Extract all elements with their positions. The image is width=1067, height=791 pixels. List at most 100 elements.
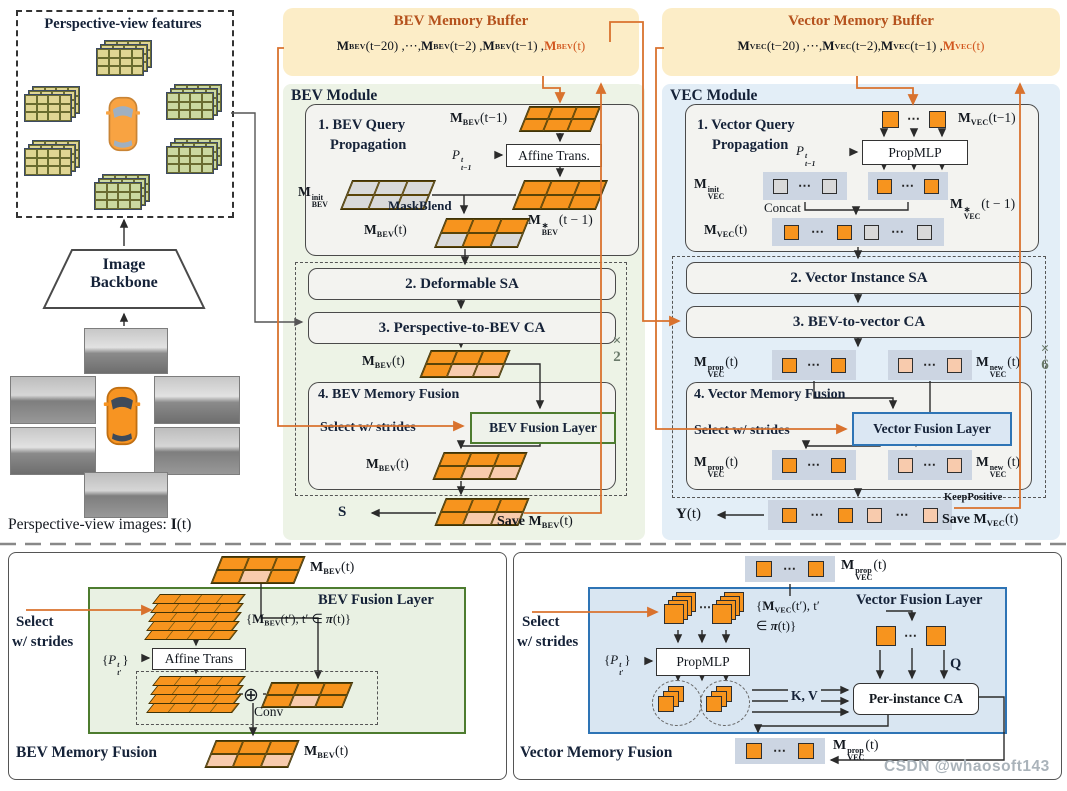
y-output-label: Y(t) — [676, 506, 702, 522]
vec-repeat-count: × 6 — [1034, 341, 1056, 374]
query-square — [882, 110, 899, 128]
times-number: 6 — [1041, 356, 1049, 373]
perspective-to-bev-ca-label: 3. Perspective-to-BEV CA — [378, 319, 546, 336]
query-square — [924, 178, 939, 194]
camera-image-front — [84, 328, 168, 374]
vec-step1-line2: Propagation — [712, 137, 789, 153]
mvec-prev-label: MVEC(t−1) — [958, 110, 1016, 127]
conv-label: Conv — [254, 704, 284, 719]
camera-image-back-right — [154, 427, 240, 475]
query-square — [798, 743, 814, 759]
perspective-images-caption: Perspective-view images: I(t) — [8, 516, 192, 533]
ellipsis: ⋯ — [807, 357, 821, 372]
vector-instance-sa-label: 2. Vector Instance SA — [790, 269, 928, 286]
affine-trans-box: Affine Trans — [152, 648, 246, 670]
backbone-line1: Image — [102, 256, 146, 273]
bl-grid-output — [204, 740, 300, 768]
bl-grid-top — [210, 556, 306, 584]
times-glyph: × — [612, 333, 622, 349]
watermark: CSDN @whaosoft143 — [884, 758, 1050, 775]
ellipsis: ⋯ — [699, 600, 712, 614]
query-square — [822, 178, 837, 194]
query-square — [773, 178, 788, 194]
vector-warped-stack — [706, 686, 736, 716]
keep-positive-label: KeepPositive — [944, 492, 1003, 503]
propmlp-label: PropMLP — [888, 144, 942, 160]
feature-map-stack — [94, 174, 154, 214]
vec-new-queries-row: ⋯ — [888, 350, 972, 380]
query-square — [782, 457, 797, 473]
mvec-star-label: M∗VEC(t − 1) — [950, 196, 1016, 221]
save-mbev-label: Save MBEV(t) — [497, 514, 573, 530]
mbev-t-label: MBEV(t) — [364, 222, 407, 239]
vec-propagated-queries-row: ⋯ — [868, 172, 948, 200]
bev-memory-set-label: {MBEV(t′), t′ ∈ π(t)} — [246, 612, 352, 628]
camera-image-back-left — [10, 427, 96, 475]
vec-init-queries-row: ⋯ — [763, 172, 847, 200]
feature-map-stack — [166, 138, 226, 178]
query-square — [898, 457, 913, 473]
bev-fusion-layer-title: BEV Fusion Layer — [318, 592, 434, 608]
query-square — [831, 357, 846, 373]
propmlp-box: PropMLP — [862, 140, 968, 165]
query-square — [866, 507, 882, 523]
affine-trans-label: Affine Trans — [164, 651, 234, 666]
vec-prop-queries-row: ⋯ — [772, 350, 856, 380]
query-square — [923, 507, 939, 523]
camera-image-back — [84, 472, 168, 518]
query-square — [917, 224, 932, 240]
bev-to-vector-ca-box: 3. BEV-to-vector CA — [686, 306, 1032, 338]
save-mvec-label: Save MVEC(t) — [942, 512, 1019, 528]
feature-map-stack — [96, 40, 156, 80]
bev-step4-title: 4. BEV Memory Fusion — [318, 387, 460, 402]
query-square — [876, 626, 896, 646]
bev-fusion-layer-label: BEV Fusion Layer — [489, 420, 597, 435]
bev-module-title: BEV Module — [291, 87, 378, 104]
vec-select-strides-label: Select w/ strides — [694, 423, 790, 438]
kv-label: K, V — [788, 688, 821, 704]
camera-image-front-left — [10, 376, 96, 424]
ellipsis: ⋯ — [895, 507, 910, 522]
ego-car-icon — [106, 96, 140, 152]
vec-merged-queries-row: ⋯ ⋯ — [772, 218, 944, 246]
vector-warped-stack — [658, 686, 688, 716]
query-square — [781, 507, 797, 523]
deformable-sa-box: 2. Deformable SA — [308, 268, 616, 300]
ellipsis: ⋯ — [901, 178, 915, 193]
ellipsis: ⋯ — [783, 561, 797, 576]
affine-trans-box: Affine Trans. — [506, 144, 602, 167]
query-square — [898, 357, 913, 373]
bev-repeat-count: × 2 — [606, 333, 628, 366]
bev-grid-blend — [433, 218, 531, 248]
oplus-icon: ⊕ — [243, 685, 259, 706]
br-select-line2: w/ strides — [517, 634, 579, 650]
bev-memory-stack — [144, 594, 246, 642]
bev-warped-stack — [146, 676, 246, 714]
ellipsis: ⋯ — [773, 743, 787, 758]
ellipsis: ⋯ — [907, 111, 921, 126]
ellipsis: ⋯ — [810, 507, 825, 522]
feature-map-stack — [24, 86, 84, 126]
q-label: Q — [950, 656, 962, 672]
maskblend-label: MaskBlend — [388, 198, 452, 213]
vec-prop-fused-row: ⋯ — [772, 450, 856, 480]
camera-image-front-right — [154, 376, 240, 424]
bev-select-strides-label: Select w/ strides — [320, 420, 416, 435]
propmlp-label: PropMLP — [676, 654, 730, 669]
br-select-line1: Select — [522, 614, 560, 630]
per-instance-ca-label: Per-instance CA — [868, 691, 964, 706]
vector-memory-set-line1: {MVEC(t′), t′ — [756, 598, 820, 615]
vec-queries-prev: ⋯ — [874, 110, 954, 128]
bev-to-vector-ca-label: 3. BEV-to-vector CA — [792, 313, 926, 330]
ellipsis: ⋯ — [923, 457, 937, 472]
